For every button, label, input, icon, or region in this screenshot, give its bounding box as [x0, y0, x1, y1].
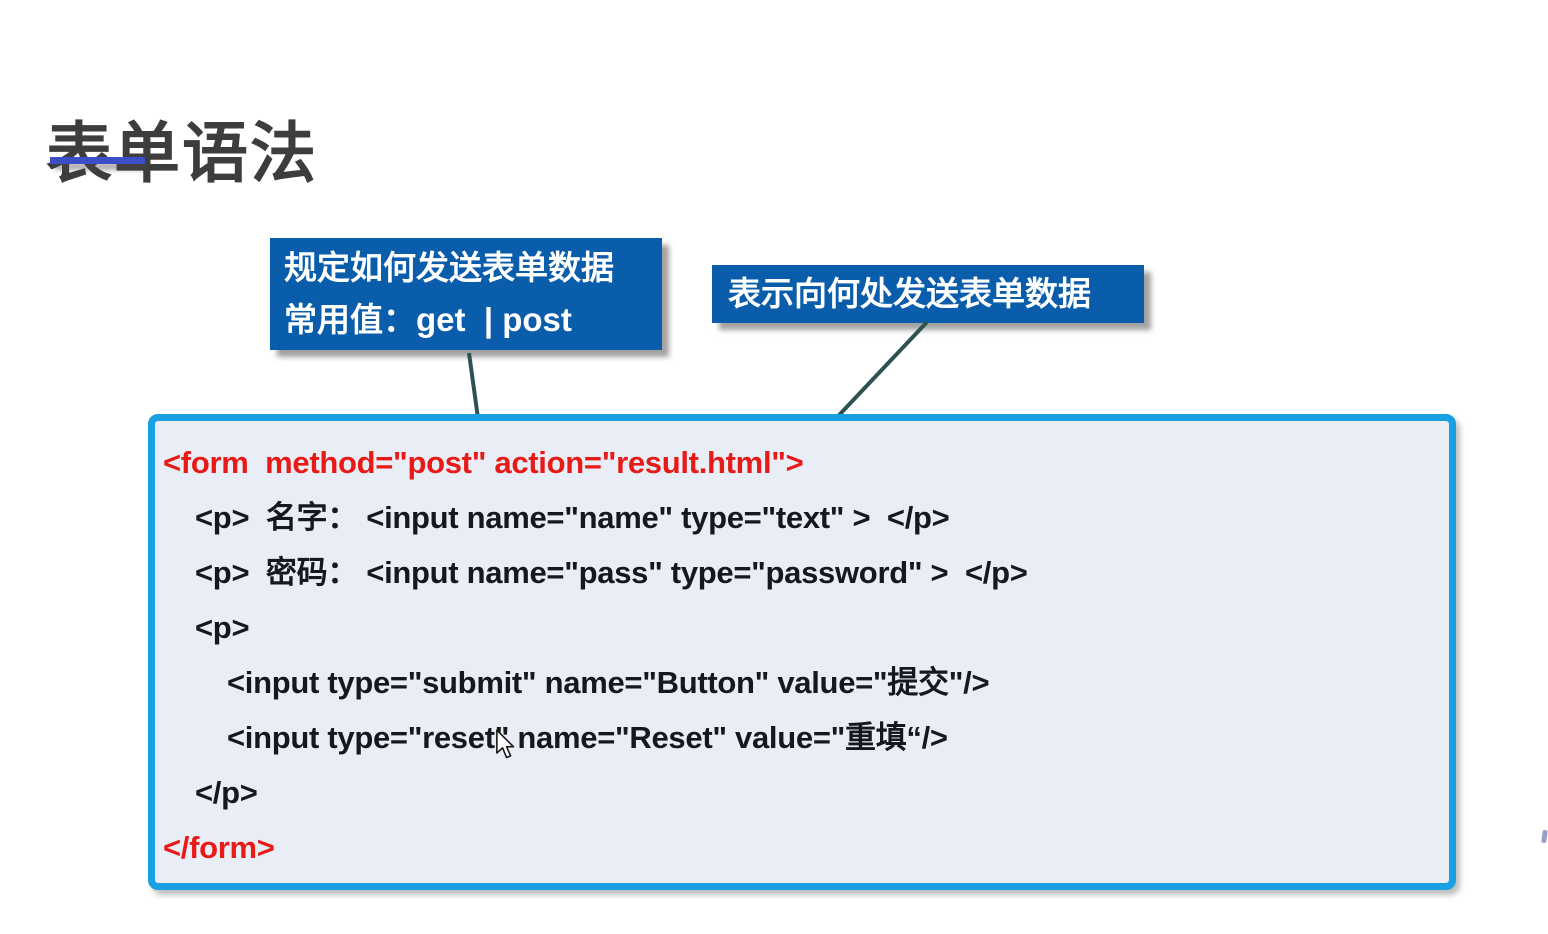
code-line-form-close: </form>	[163, 830, 275, 865]
code-line-reset-input: <input type="reset" name="Reset" value="…	[227, 720, 948, 755]
callout-method-line-2: 常用值：get | post	[284, 301, 572, 338]
code-line-p-open: <p>	[195, 610, 250, 645]
code-line-name-input: <p> 名字： <input name="name" type="text" >…	[195, 500, 950, 535]
callout-method-line-1: 规定如何发送表单数据	[284, 249, 614, 286]
code-line-form-open: <form method="post" action="result.html"…	[163, 445, 804, 480]
callout-method-note: 规定如何发送表单数据 常用值：get | post	[270, 238, 662, 350]
title-underline	[50, 157, 145, 164]
callout-action-line-1: 表示向何处发送表单数据	[728, 275, 1091, 312]
code-line-pass-input: <p> 密码： <input name="pass" type="passwor…	[195, 555, 1028, 590]
code-line-p-close: </p>	[195, 775, 258, 810]
callout-action-note: 表示向何处发送表单数据	[712, 265, 1144, 323]
code-line-submit-input: <input type="submit" name="Button" value…	[227, 665, 990, 700]
code-panel: <form method="post" action="result.html"…	[148, 414, 1456, 890]
page-title: 表单语法	[46, 116, 318, 191]
screen-edge-artifact	[1541, 829, 1548, 844]
